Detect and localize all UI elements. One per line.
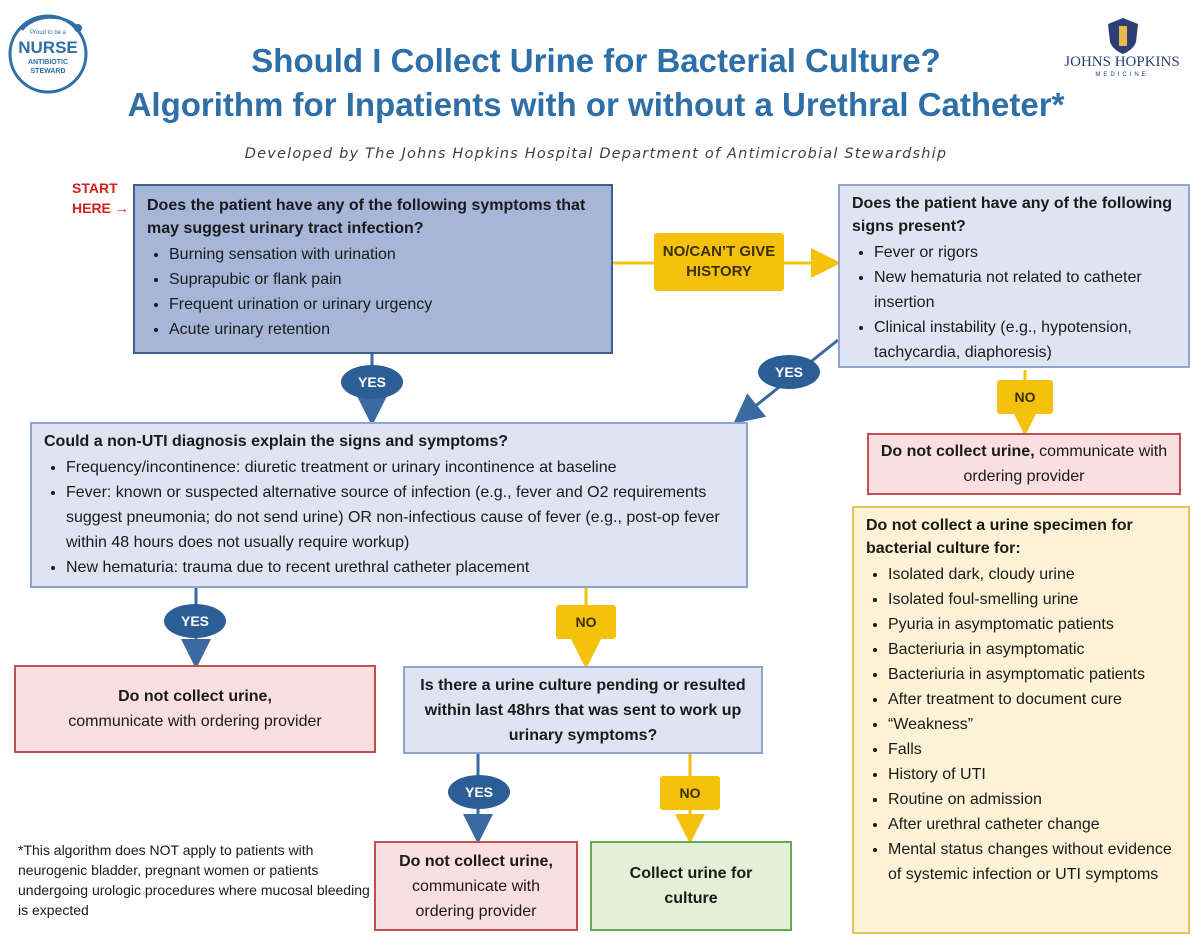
do-not-collect-box-bottom: Do not collect urine, communicate with o… [374,841,578,931]
list-item: Acute urinary retention [169,317,599,342]
pending-question-box: Is there a urine culture pending or resu… [403,666,763,754]
start-here-label: START HERE → [72,178,129,218]
exclusions-box: Do not collect a urine specimen for bact… [852,506,1190,934]
symptoms-question: Does the patient have any of the followi… [147,197,586,237]
do-not-collect-line: Do not collect urine, communicate with o… [869,439,1179,489]
hopkins-name: JOHNS HOPKINS [1064,54,1180,70]
yes-label: YES [448,775,510,809]
list-item: New hematuria: trauma due to recent uret… [66,555,734,580]
logo-big-text: NURSE [18,38,78,57]
list-item: Mental status changes without evidence o… [888,837,1176,887]
list-item: Frequent urination or urinary urgency [169,292,599,317]
list-item: Isolated dark, cloudy urine [888,562,1176,587]
list-item: Frequency/incontinence: diuretic treatme… [66,455,734,480]
yes-label: YES [758,355,820,389]
do-not-collect-box-left: Do not collect urine, communicate with o… [14,665,376,753]
non-uti-question-box: Could a non-UTI diagnosis explain the si… [30,422,748,588]
do-not-collect-bold: Do not collect urine, [118,688,272,705]
list-item: Bacteriuria in asymptomatic [888,637,1176,662]
do-not-collect-bold: Do not collect urine, [880,443,1035,460]
list-item: New hematuria not related to catheter in… [874,265,1176,315]
symptoms-question-box: Does the patient have any of the followi… [133,184,613,354]
non-uti-list: Frequency/incontinence: diuretic treatme… [44,455,734,580]
page-title: Should I Collect Urine for Bacterial Cul… [251,42,941,79]
exclusions-list: Isolated dark, cloudy urine Isolated fou… [866,562,1176,887]
signs-list: Fever or rigors New hematuria not relate… [852,240,1176,365]
nurse-steward-logo: Proud to be a NURSE ANTIBIOTIC STEWARD [6,10,90,94]
no-label: NO [556,605,616,639]
do-not-collect-box-right: Do not collect urine, communicate with o… [867,433,1181,495]
list-item: Falls [888,737,1176,762]
do-not-collect-rest: communicate with ordering provider [411,877,541,920]
signs-question: Does the patient have any of the followi… [852,195,1173,235]
shield-icon [1108,18,1138,54]
logo-small-text: Proud to be a [29,30,67,36]
signs-question-box: Does the patient have any of the followi… [838,184,1190,368]
list-item: Suprapubic or flank pain [169,267,599,292]
pending-question: Is there a urine culture pending or resu… [420,676,746,744]
list-item: “Weakness” [888,712,1176,737]
page-title-line2: Algorithm for Inpatients with or without… [127,86,1065,123]
symptoms-list: Burning sensation with urination Suprapu… [147,242,599,342]
yes-label: YES [164,604,226,638]
yes-label: YES [341,365,403,399]
start-label-line2: HERE → [72,200,129,216]
non-uti-question: Could a non-UTI diagnosis explain the si… [44,433,509,450]
johns-hopkins-logo: JOHNS HOPKINS MEDICINE [1060,16,1184,86]
list-item: Pyuria in asymptomatic patients [888,612,1176,637]
list-item: Bacteriuria in asymptomatic patients [888,662,1176,687]
page-subtitle: Developed by The Johns Hopkins Hospital … [244,146,948,162]
list-item: Routine on admission [888,787,1176,812]
footnote: *This algorithm does NOT apply to patien… [18,842,370,918]
list-item: Isolated foul-smelling urine [888,587,1176,612]
list-item: After urethral catheter change [888,812,1176,837]
list-item: Burning sensation with urination [169,242,599,267]
stethoscope-badge-icon [8,14,88,94]
start-label-line1: START [72,180,118,196]
no-history-label: NO/CAN’T GIVE HISTORY [654,233,784,291]
collect-urine-box: Collect urine for culture [590,841,792,931]
list-item: Clinical instability (e.g., hypotension,… [874,315,1176,365]
collect-urine-text: Collect urine for culture [629,865,753,907]
list-item: Fever: known or suspected alternative so… [66,480,734,555]
hopkins-sub: MEDICINE [1095,72,1149,78]
no-label: NO [997,380,1053,414]
no-label: NO [660,776,720,810]
list-item: History of UTI [888,762,1176,787]
exclusions-header: Do not collect a urine specimen for bact… [866,517,1133,557]
logo-line3: STEWARD [30,68,66,75]
do-not-collect-bold: Do not collect urine, [399,852,553,870]
list-item: After treatment to document cure [888,687,1176,712]
do-not-collect-rest: communicate with ordering provider [963,443,1168,485]
list-item: Fever or rigors [874,240,1176,265]
logo-line2: ANTIBIOTIC [27,59,69,66]
do-not-collect-rest: communicate with ordering provider [68,713,322,730]
